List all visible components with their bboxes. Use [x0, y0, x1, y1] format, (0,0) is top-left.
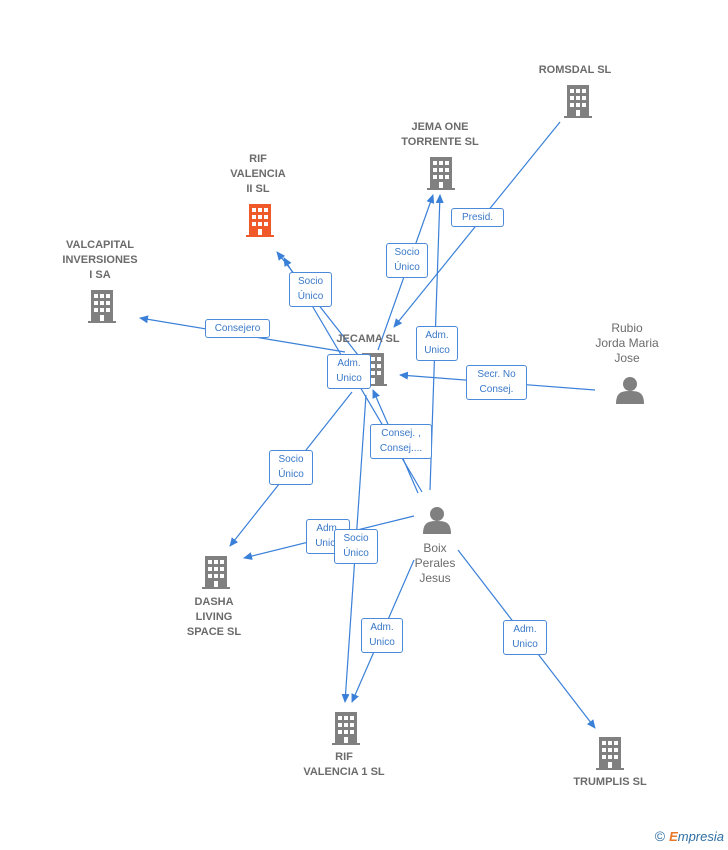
edge-label-adm-rif1: Adm. Unico	[361, 618, 403, 653]
edge-label-adm-boix-jema: Adm. Unico	[416, 326, 458, 361]
node-label-rif-1[interactable]: RIF VALENCIA 1 SL	[303, 751, 385, 778]
edge-label-adm-trumplis: Adm. Unico	[503, 620, 547, 655]
node-label-rif-ii[interactable]: RIF VALENCIA II SL	[230, 153, 286, 195]
person-icon-rubio	[616, 377, 644, 404]
node-label-romsdal[interactable]: ROMSDAL SL	[538, 64, 612, 76]
edge-label-consej: Consej. , Consej....	[370, 424, 432, 459]
edge-label-presid: Presid.	[451, 208, 504, 227]
brand-logo-text: mpresia	[677, 829, 724, 844]
edge-label-secr: Secr. No Consej.	[466, 365, 527, 400]
person-icon-boix	[423, 507, 451, 534]
node-label-trumplis[interactable]: TRUMPLIS SL	[573, 776, 647, 788]
edge-label-consejero: Consejero	[205, 319, 270, 338]
building-icon-trumplis	[596, 737, 624, 770]
edge-label-socio-rif1: Socio Único	[334, 529, 378, 564]
edge-label-socio-jema: Socio Único	[386, 243, 428, 278]
node-label-dasha[interactable]: DASHA LIVING SPACE SL	[186, 596, 242, 638]
brand-footer: ©Empresia	[655, 828, 724, 844]
edge-label-socio-rif2: Socio Único	[289, 272, 332, 307]
building-icon-jema	[427, 157, 455, 190]
building-icon-rif-ii	[246, 204, 274, 237]
copyright-icon: ©	[654, 828, 666, 844]
building-icon-valcapital	[88, 290, 116, 323]
building-icon-dasha	[202, 556, 230, 589]
node-label-valcapital[interactable]: VALCAPITAL INVERSIONES I SA	[62, 239, 138, 281]
brand-logo-initial: E	[669, 829, 678, 844]
building-icon-romsdal	[564, 85, 592, 118]
edge-label-socio-dasha: Socio Único	[269, 450, 313, 485]
node-label-jecama[interactable]: JECAMA SL	[336, 333, 400, 345]
node-label-boix[interactable]: Boix Perales Jesus	[414, 541, 456, 585]
node-label-jema[interactable]: JEMA ONE TORRENTE SL	[401, 121, 479, 148]
node-label-rubio[interactable]: Rubio Jorda Maria Jose	[595, 321, 659, 365]
edge-label-adm-jecama: Adm. Unico	[327, 354, 371, 389]
building-icon-rif-1	[332, 712, 360, 745]
